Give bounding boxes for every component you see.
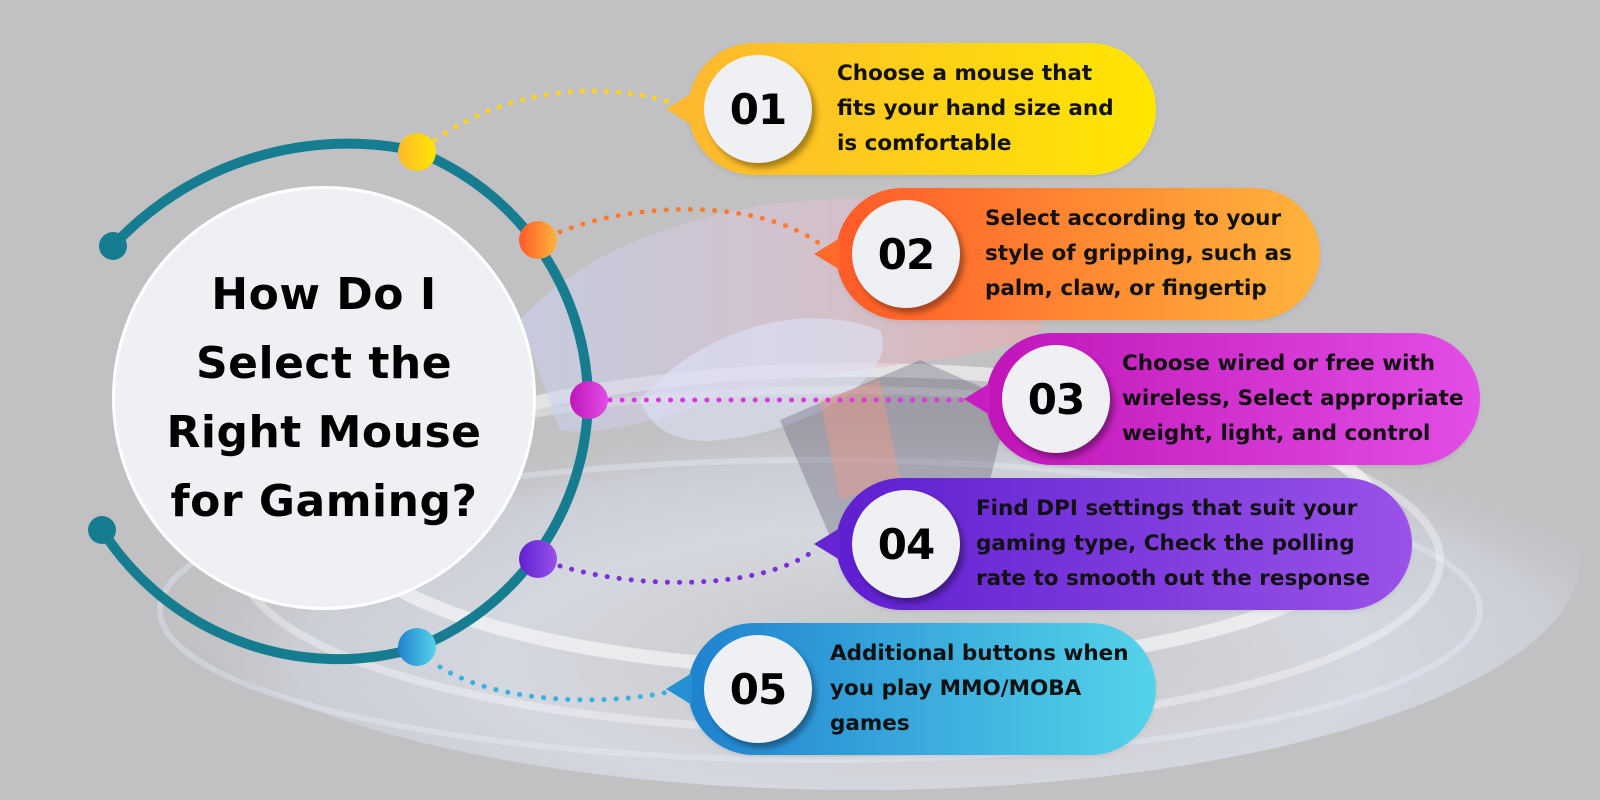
node-step-02	[519, 221, 557, 259]
step-number-badge: 02	[852, 200, 960, 308]
pointer-arrow-icon	[814, 528, 840, 560]
step-card-03: 03 Choose wired or free with wireless, S…	[964, 333, 1480, 465]
step-card-01: 01 Choose a mouse that fits your hand si…	[666, 43, 1156, 175]
step-number: 02	[877, 229, 935, 279]
step-card-05: 05 Additional buttons when you play MMO/…	[666, 623, 1156, 755]
step-description: Additional buttons when you play MMO/MOB…	[830, 641, 1129, 736]
node-step-01	[398, 133, 436, 171]
step-number: 01	[729, 84, 787, 134]
step-description: Choose wired or free with wireless, Sele…	[1122, 351, 1464, 446]
center-title-circle: How Do I Select the Right Mouse for Gami…	[112, 186, 536, 610]
step-description: Choose a mouse that fits your hand size …	[837, 61, 1114, 156]
pointer-arrow-icon	[666, 673, 692, 705]
pointer-arrow-icon	[666, 93, 692, 125]
pointer-arrow-icon	[814, 238, 840, 270]
step-number: 04	[877, 519, 935, 569]
node-step-05	[398, 628, 436, 666]
step-card-04: 04 Find DPI settings that suit your gami…	[814, 478, 1412, 610]
step-number: 03	[1027, 374, 1085, 424]
step-number: 05	[729, 664, 787, 714]
step-description: Find DPI settings that suit your gaming …	[976, 496, 1371, 591]
page-title: How Do I Select the Right Mouse for Gami…	[166, 269, 482, 527]
step-number-badge: 04	[852, 490, 960, 598]
step-number-badge: 01	[704, 55, 812, 163]
node-step-04	[519, 540, 557, 578]
step-number-badge: 05	[704, 635, 812, 743]
step-description: Select according to your style of grippi…	[985, 206, 1292, 301]
pointer-arrow-icon	[964, 383, 990, 415]
step-number-badge: 03	[1002, 345, 1110, 453]
node-step-03	[570, 381, 608, 419]
step-card-02: 02 Select according to your style of gri…	[814, 188, 1320, 320]
